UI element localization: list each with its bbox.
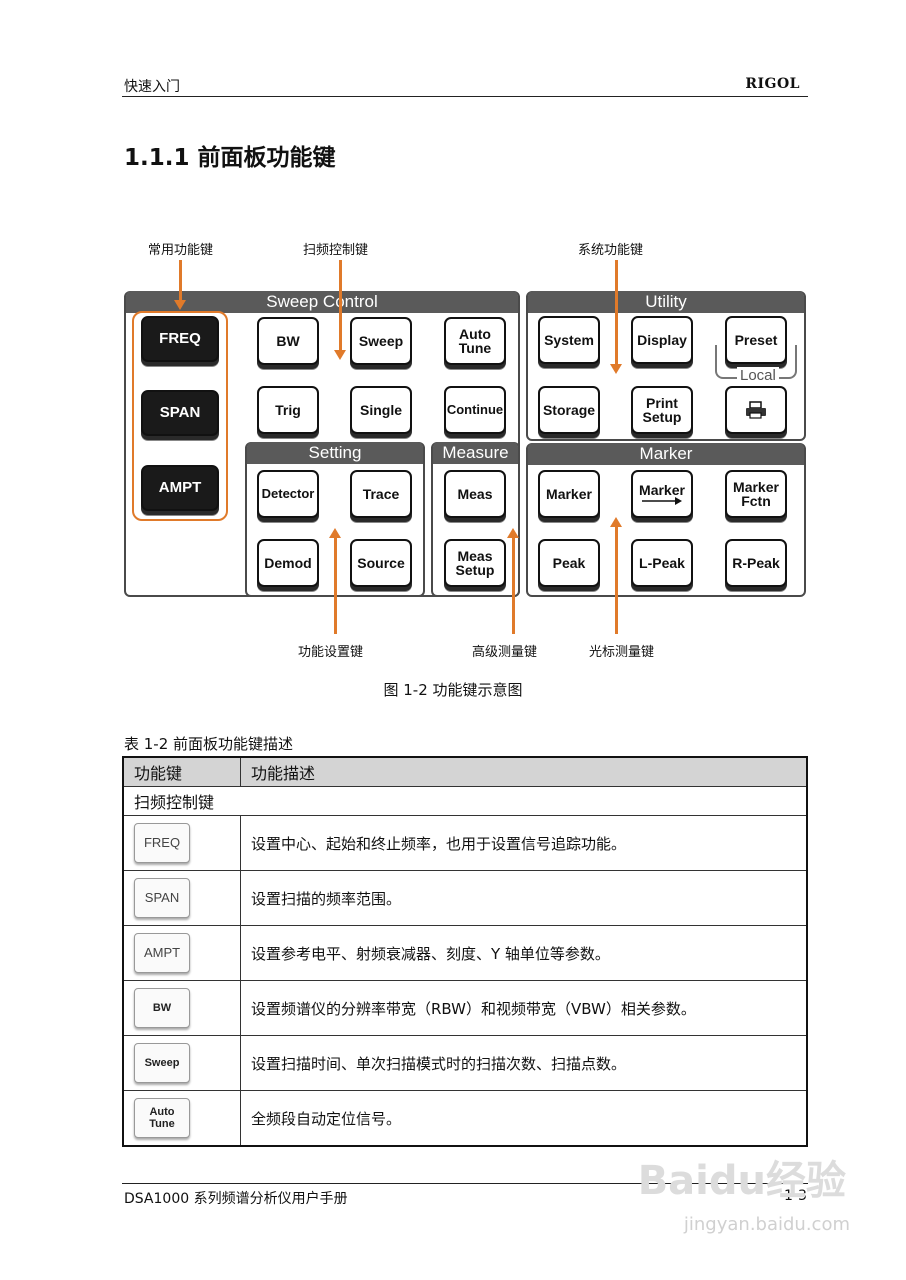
- header-key: 功能键: [122, 756, 241, 787]
- bw-key[interactable]: BW: [257, 317, 319, 365]
- utility-header: Utility: [528, 291, 804, 313]
- table-row: FREQ 设置中心、起始和终止频率，也用于设置信号追踪功能。: [122, 815, 808, 871]
- arrow-marker-head: [610, 517, 622, 527]
- marker-key[interactable]: Marker: [538, 470, 600, 518]
- print-setup-key[interactable]: Print Setup: [631, 386, 693, 434]
- header-rule: [122, 96, 808, 97]
- header-brand: RIGOL: [745, 76, 800, 92]
- printer-icon: [746, 401, 766, 419]
- table-section-row: 扫频控制键: [122, 786, 808, 816]
- callout-system-keys: 系统功能键: [578, 243, 644, 258]
- key-description-table: 功能键 功能描述 扫频控制键 FREQ 设置中心、起始和终止频率，也用于设置信号…: [122, 756, 808, 1147]
- ampt-mini-key: AMPT: [134, 933, 190, 973]
- section-title: 1.1.1 前面板功能键: [124, 145, 336, 171]
- figure-caption: 图 1-2 功能键示意图: [383, 681, 523, 699]
- peak-key[interactable]: Peak: [538, 539, 600, 587]
- header-description: 功能描述: [240, 756, 808, 787]
- r-peak-key[interactable]: R-Peak: [725, 539, 787, 587]
- callout-marker-keys: 光标测量键: [589, 645, 655, 660]
- marker-header: Marker: [528, 443, 804, 465]
- footer-page-number: 1-3: [784, 1188, 807, 1204]
- arrow-common-line: [179, 260, 182, 300]
- span-mini-key: SPAN: [134, 878, 190, 918]
- arrow-sweep-head: [334, 350, 346, 360]
- table-caption: 表 1-2 前面板功能键描述: [124, 735, 294, 753]
- watermark-url: jingyan.baidu.com: [683, 1214, 850, 1235]
- row-description: 设置频谱仪的分辨率带宽（RBW）和视频带宽（VBW）相关参数。: [240, 980, 808, 1036]
- bw-mini-key: BW: [134, 988, 190, 1028]
- marker-to-label: Marker: [639, 482, 685, 498]
- freq-key[interactable]: FREQ: [141, 316, 219, 362]
- arrow-setting-line: [334, 538, 337, 634]
- table-row: SPAN 设置扫描的频率范围。: [122, 870, 808, 926]
- right-arrow-icon: [642, 497, 682, 505]
- watermark-logo: Baidu经验: [637, 1158, 846, 1204]
- measure-header: Measure: [433, 442, 518, 464]
- meas-key[interactable]: Meas: [444, 470, 506, 518]
- callout-sweep-control-keys: 扫频控制键: [303, 243, 369, 258]
- arrow-system-line: [615, 260, 618, 364]
- l-peak-key[interactable]: L-Peak: [631, 539, 693, 587]
- arrow-common-head: [174, 300, 186, 310]
- auto-tune-mini-key: Auto Tune: [134, 1098, 190, 1138]
- system-key[interactable]: System: [538, 316, 600, 364]
- freq-mini-key: FREQ: [134, 823, 190, 863]
- local-label: Local: [737, 367, 779, 384]
- meas-setup-key[interactable]: Meas Setup: [444, 539, 506, 587]
- header-chapter: 快速入门: [124, 79, 180, 95]
- storage-key[interactable]: Storage: [538, 386, 600, 434]
- arrow-marker-line: [615, 527, 618, 634]
- table-row: Sweep 设置扫描时间、单次扫描模式时的扫描次数、扫描点数。: [122, 1035, 808, 1091]
- callout-common-keys: 常用功能键: [148, 243, 214, 258]
- span-key[interactable]: SPAN: [141, 390, 219, 436]
- display-key[interactable]: Display: [631, 316, 693, 364]
- auto-tune-key[interactable]: Auto Tune: [444, 317, 506, 365]
- print-key[interactable]: [725, 386, 787, 434]
- single-key[interactable]: Single: [350, 386, 412, 434]
- row-description: 设置中心、起始和终止频率，也用于设置信号追踪功能。: [240, 815, 808, 871]
- footer-manual-title: DSA1000 系列频谱分析仪用户手册: [124, 1191, 348, 1207]
- table-row: BW 设置频谱仪的分辨率带宽（RBW）和视频带宽（VBW）相关参数。: [122, 980, 808, 1036]
- sweep-mini-key: Sweep: [134, 1043, 190, 1083]
- arrow-measure-line: [512, 538, 515, 634]
- trace-key[interactable]: Trace: [350, 470, 412, 518]
- row-description: 全频段自动定位信号。: [240, 1090, 808, 1147]
- setting-header: Setting: [247, 442, 423, 464]
- marker-to-key[interactable]: Marker: [631, 470, 693, 518]
- row-description: 设置参考电平、射频衰减器、刻度、Y 轴单位等参数。: [240, 925, 808, 981]
- callout-measure-keys: 高级测量键: [472, 645, 538, 660]
- arrow-setting-head: [329, 528, 341, 538]
- marker-fctn-key[interactable]: Marker Fctn: [725, 470, 787, 518]
- detector-key[interactable]: Detector: [257, 470, 319, 518]
- ampt-key[interactable]: AMPT: [141, 465, 219, 511]
- table-row: Auto Tune 全频段自动定位信号。: [122, 1090, 808, 1147]
- continue-key[interactable]: Continue: [444, 386, 506, 434]
- sweep-key[interactable]: Sweep: [350, 317, 412, 365]
- arrow-sweep-line: [339, 260, 342, 350]
- callout-setting-keys: 功能设置键: [298, 645, 364, 660]
- table-header-row: 功能键 功能描述: [122, 756, 808, 787]
- footer-rule: [122, 1183, 808, 1184]
- row-description: 设置扫描的频率范围。: [240, 870, 808, 926]
- source-key[interactable]: Source: [350, 539, 412, 587]
- demod-key[interactable]: Demod: [257, 539, 319, 587]
- table-row: AMPT 设置参考电平、射频衰减器、刻度、Y 轴单位等参数。: [122, 925, 808, 981]
- sweep-control-header: Sweep Control: [126, 291, 518, 313]
- row-description: 设置扫描时间、单次扫描模式时的扫描次数、扫描点数。: [240, 1035, 808, 1091]
- section-sweep-control: 扫频控制键: [122, 786, 808, 816]
- arrow-measure-head: [507, 528, 519, 538]
- common-keys-highlight: [132, 311, 228, 521]
- arrow-system-head: [610, 364, 622, 374]
- trig-key[interactable]: Trig: [257, 386, 319, 434]
- preset-key[interactable]: Preset: [725, 316, 787, 364]
